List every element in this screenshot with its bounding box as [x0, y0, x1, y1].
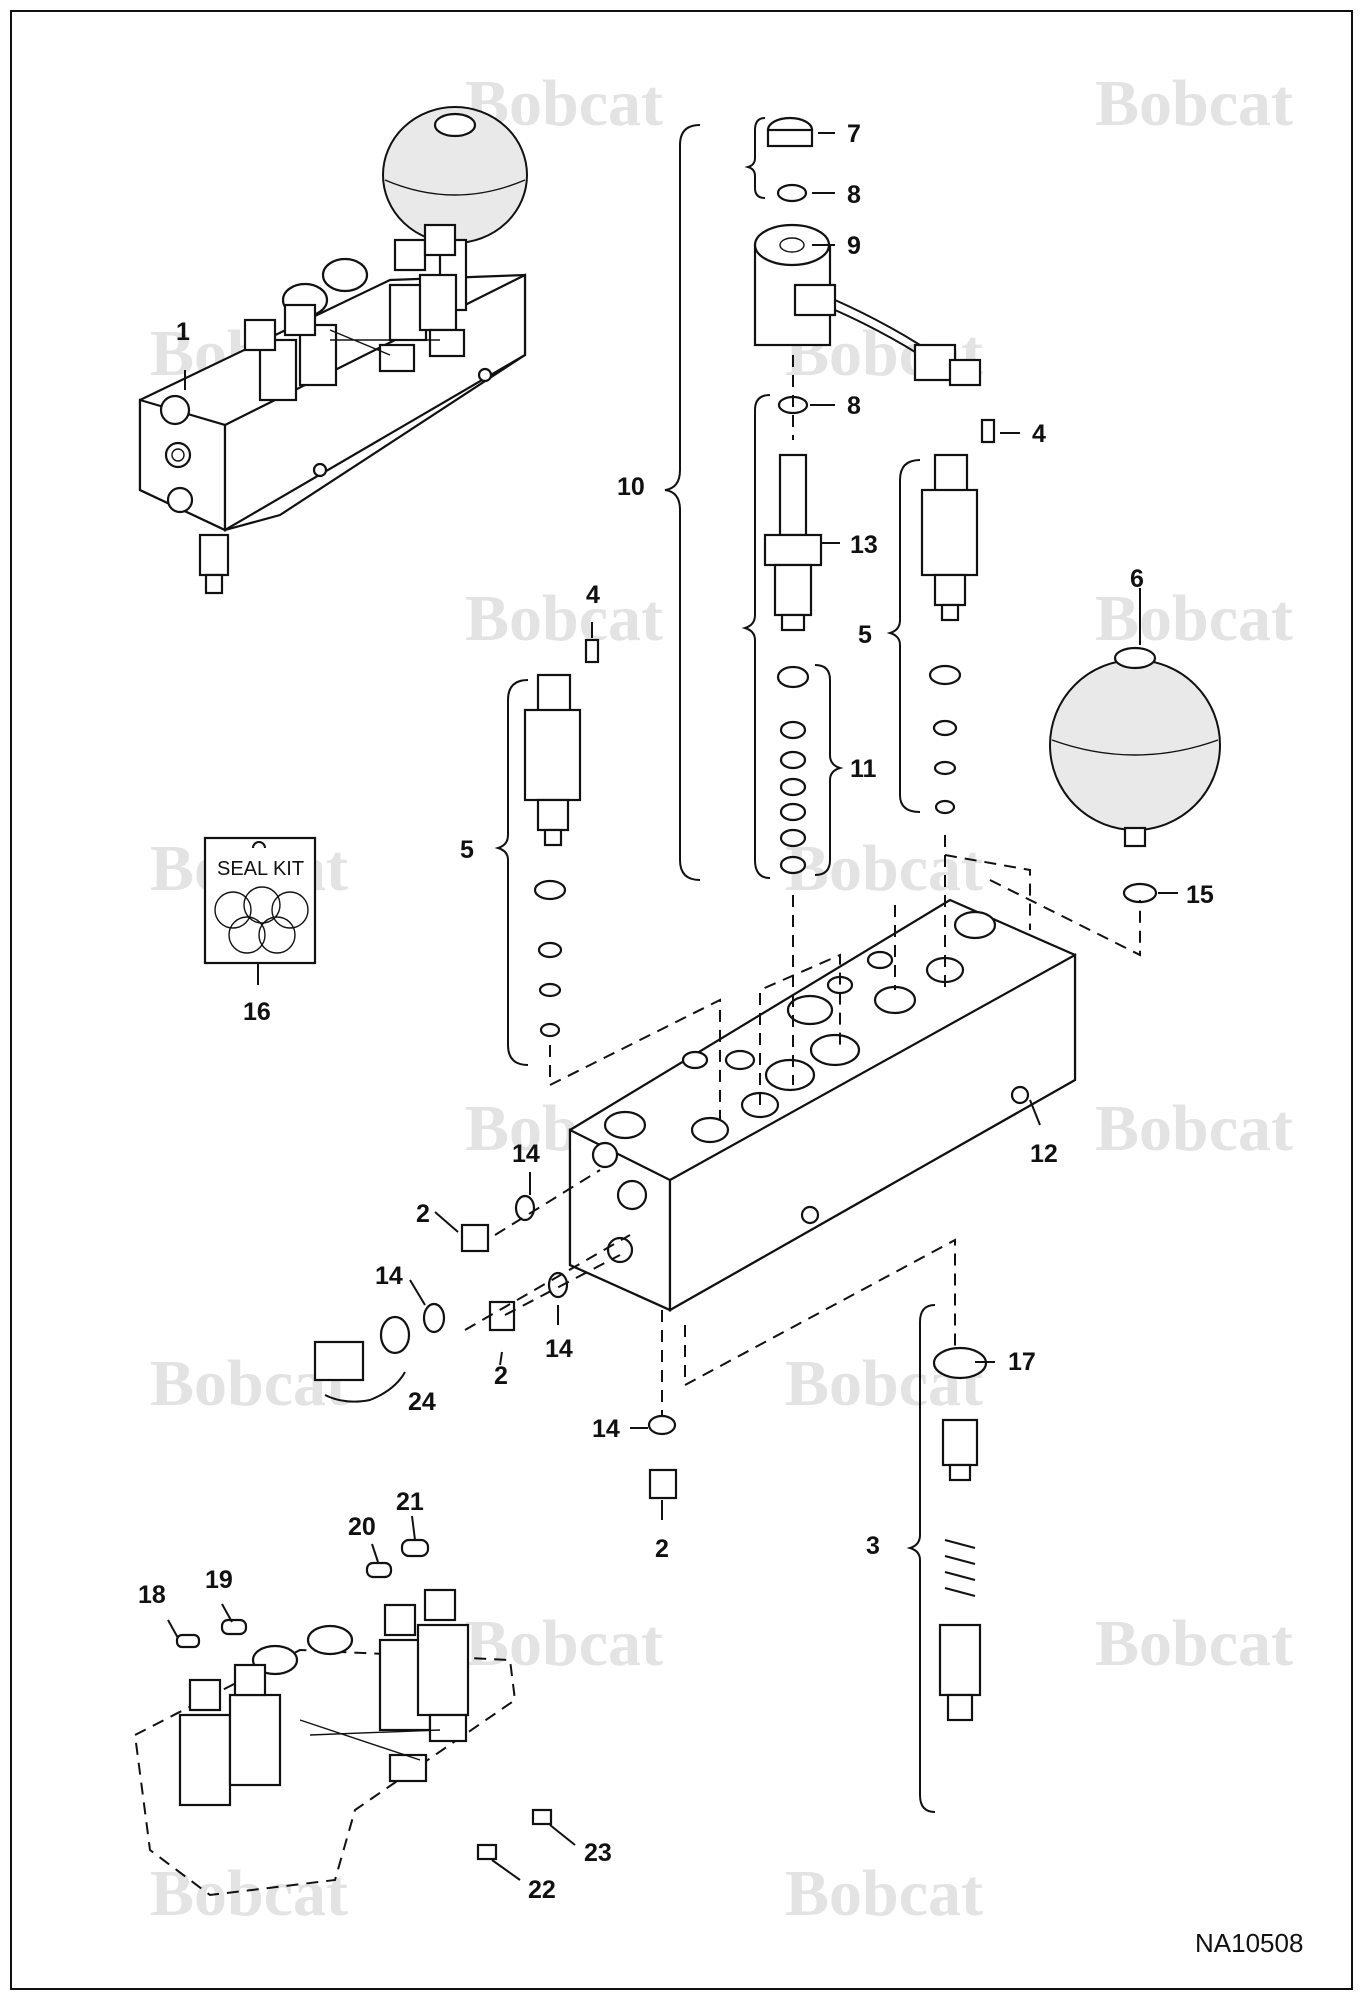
accumulator-icon: [1049, 646, 1221, 904]
callout-5b: 5: [460, 836, 474, 864]
callout-3: 3: [866, 1532, 880, 1560]
valve-cartridge-icon: [763, 453, 823, 875]
watermark-7-2: Bobcat: [1095, 1607, 1293, 1680]
callout-labels: 1 2 2 2 3 4 4 5 5 6 7 8 8 9 10 11 12 13 …: [138, 120, 1214, 1904]
callout-17: 17: [1008, 1348, 1036, 1376]
svg-text:Bobcat: Bobcat: [1095, 1607, 1293, 1680]
callout-4b: 4: [586, 581, 600, 609]
callout-11: 11: [850, 755, 877, 783]
svg-text:Bobcat: Bobcat: [785, 1857, 983, 1930]
svg-text:Bobcat: Bobcat: [465, 1607, 663, 1680]
callout-7: 7: [847, 120, 861, 148]
callout-8a: 8: [847, 181, 861, 209]
svg-text:Bobcat: Bobcat: [1095, 1092, 1293, 1165]
callout-14d: 14: [592, 1415, 620, 1443]
callout-14b: 14: [375, 1262, 403, 1290]
svg-text:Bobcat: Bobcat: [465, 582, 663, 655]
watermark-3-1: Bobcat: [465, 582, 663, 655]
callout-16: 16: [243, 998, 271, 1026]
watermark-1-2: Bobcat: [1095, 67, 1293, 140]
callout-2b: 2: [494, 1362, 508, 1390]
callout-23: 23: [584, 1839, 612, 1867]
group-braces: [324, 117, 936, 1813]
callout-5a: 5: [858, 621, 872, 649]
callout-14a: 14: [512, 1140, 540, 1168]
callout-14c: 14: [545, 1335, 573, 1363]
callout-8b: 8: [847, 392, 861, 420]
valve-assembly-icon: [138, 106, 528, 595]
callout-19: 19: [205, 1566, 233, 1594]
watermark-8-1: Bobcat: [150, 1857, 348, 1930]
watermark-4-2: Bobcat: [785, 832, 983, 905]
callout-21: 21: [396, 1488, 424, 1516]
callout-4a: 4: [1032, 420, 1046, 448]
manifold-block-icon: [568, 898, 1077, 1312]
svg-text:Bobcat: Bobcat: [785, 832, 983, 905]
relief-valve-icon: [932, 1346, 988, 1722]
watermark-7-1: Bobcat: [465, 1607, 663, 1680]
coil-assembly-detail-icon: [133, 1538, 553, 1897]
seal-kit-title: SEAL KIT: [217, 858, 304, 880]
diagram-frame: [10, 10, 1353, 1990]
callout-9: 9: [847, 232, 861, 260]
watermark-layer: Bobcat Bobcat Bobcat Bobcat Bobcat Bobca…: [150, 67, 1293, 1930]
solenoid-valve-left-icon: [523, 638, 600, 1038]
callout-6: 6: [1130, 565, 1144, 593]
alignment-lines: [464, 355, 1141, 1415]
solenoid-valve-right-icon: [920, 418, 996, 815]
callout-10: 10: [617, 473, 645, 501]
callout-1: 1: [176, 318, 190, 346]
leader-lines: [167, 132, 1178, 1881]
svg-text:Bobcat: Bobcat: [150, 1857, 348, 1930]
callout-2c: 2: [655, 1535, 669, 1563]
callout-22: 22: [528, 1876, 556, 1904]
svg-text:Bobcat: Bobcat: [1095, 67, 1293, 140]
callout-13: 13: [850, 531, 878, 559]
callout-15: 15: [1186, 881, 1214, 909]
svg-text:Bobcat: Bobcat: [1095, 582, 1293, 655]
plugs-and-seals-icon: [313, 1194, 678, 1500]
watermark-3-2: Bobcat: [1095, 582, 1293, 655]
callout-18: 18: [138, 1581, 166, 1609]
watermark-8-2: Bobcat: [785, 1857, 983, 1930]
callout-12: 12: [1030, 1140, 1058, 1168]
callout-2a: 2: [416, 1200, 430, 1228]
callout-24: 24: [408, 1388, 436, 1416]
callout-20: 20: [348, 1513, 376, 1541]
drawing-number: NA10508: [1195, 1928, 1303, 1958]
watermark-5-2: Bobcat: [1095, 1092, 1293, 1165]
seal-kit-icon: SEAL KIT: [203, 836, 317, 965]
